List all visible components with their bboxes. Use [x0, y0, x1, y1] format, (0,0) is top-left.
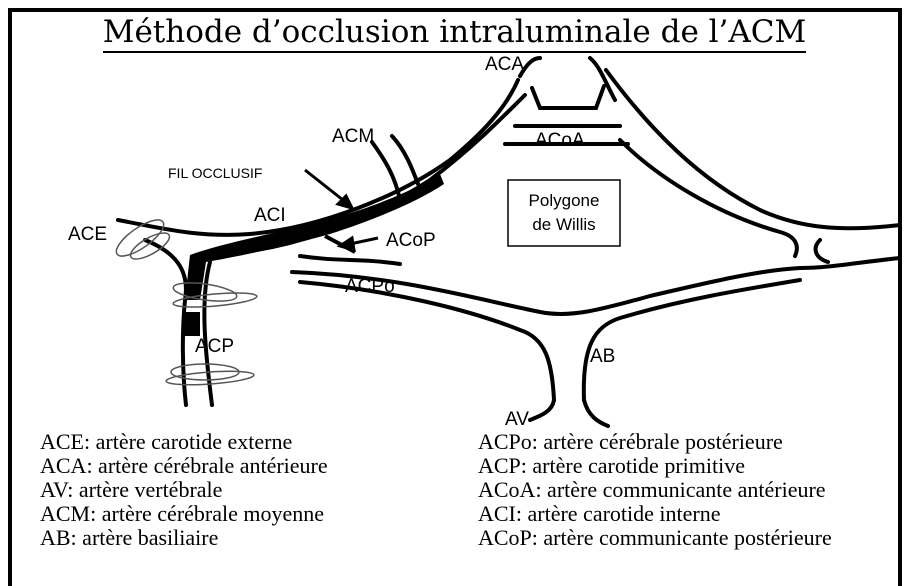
legend-item: ACA: artère cérébrale antérieure — [40, 454, 328, 478]
label-ab: AB — [590, 346, 615, 367]
polygone-label-1: Polygone — [529, 191, 600, 210]
label-acp: ACP — [195, 336, 234, 357]
label-fil-occlusif: FIL OCCLUSIF — [168, 165, 262, 181]
legend-item: ACoA: artère communicante antérieure — [478, 478, 832, 502]
thread-ace-2 — [127, 228, 173, 264]
acm-wall-2 — [392, 136, 418, 184]
legend-left: ACE: artère carotide externe ACA: artère… — [40, 430, 328, 550]
legend-item: ACM: artère cérébrale moyenne — [40, 502, 328, 526]
acpo-lower-right — [584, 280, 800, 400]
legend-item: ACE: artère carotide externe — [40, 430, 328, 454]
polygone-box — [508, 180, 620, 246]
legend-right: ACPo: artère cérébrale postérieure ACP: … — [478, 430, 832, 550]
legend-item: ACoP: artère communicante postérieure — [478, 526, 832, 550]
legend-item: AB: artère basiliaire — [40, 526, 328, 550]
label-acop: ACoP — [386, 230, 436, 251]
label-acm: ACM — [332, 126, 374, 147]
legend-item: ACP: artère carotide primitive — [478, 454, 832, 478]
label-ace: ACE — [68, 224, 107, 245]
polygone-label-2: de Willis — [532, 215, 595, 234]
label-aca: ACA — [485, 54, 524, 75]
right-upper-wall — [606, 70, 900, 228]
acpo-lower-left — [300, 282, 554, 400]
acpo-upper-a — [300, 256, 400, 264]
acoa-box — [532, 86, 604, 108]
legend-item: ACPo: artère cérébrale postérieure — [478, 430, 832, 454]
right-c-wall — [816, 240, 828, 262]
av-wall-left — [530, 400, 554, 420]
acp-clip — [184, 312, 200, 336]
acop-arrow-head — [340, 238, 354, 250]
right-mid-wall — [620, 140, 797, 256]
av-wall-right — [584, 400, 608, 426]
legend-item: ACI: artère carotide interne — [478, 502, 832, 526]
right-lower-wall — [800, 258, 900, 268]
label-av: AV — [505, 409, 529, 430]
label-acoa: ACoA — [535, 130, 585, 151]
label-acpo: ACPo — [345, 276, 395, 297]
acm-wall-1 — [372, 142, 400, 200]
label-aci: ACI — [254, 205, 286, 226]
legend-item: AV: artère vertébrale — [40, 478, 328, 502]
ace-lower-wall — [145, 240, 186, 405]
